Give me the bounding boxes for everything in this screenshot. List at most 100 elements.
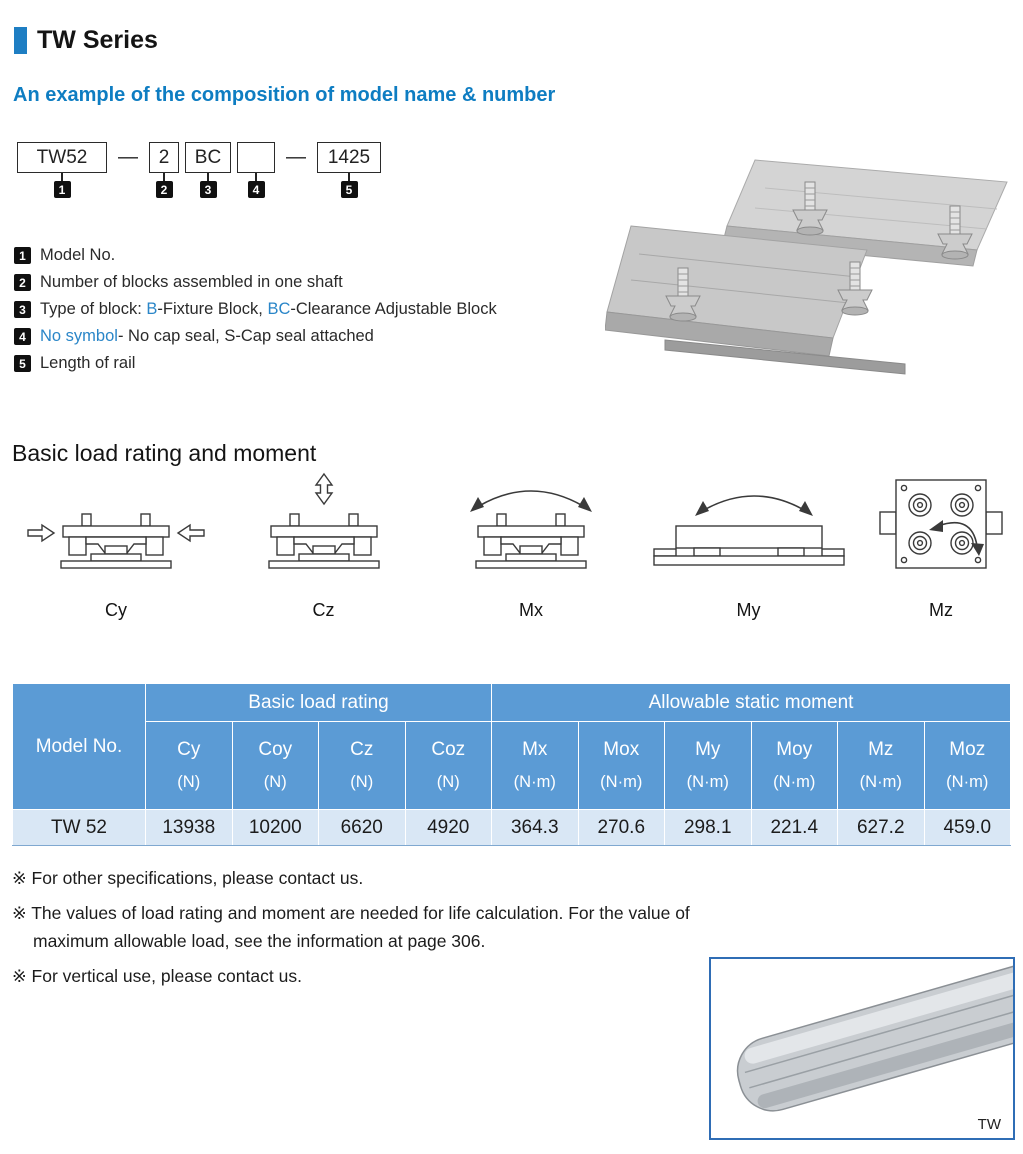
col-unit: (N·m) — [859, 773, 902, 791]
col-unit: (N) — [263, 773, 287, 791]
col-unit: (N·m) — [773, 773, 816, 791]
col-symbol: Coy — [258, 739, 293, 760]
col-symbol: Coz — [431, 739, 466, 760]
model-box-unit-3: BC 3 — [185, 142, 231, 198]
marker-2: 2 — [155, 181, 173, 198]
legend-4-mid: - No cap seal, — [117, 327, 225, 345]
model-number-composition: TW52 1 — 2 2 BC 3 4 — 1425 5 — [14, 142, 384, 198]
my-diagram-icon — [652, 495, 845, 566]
diagram-label-mz: Mz — [929, 600, 953, 620]
dash-separator: — — [286, 146, 306, 168]
legend-3-suffix: -Clearance Adjustable Block — [290, 300, 497, 318]
composition-legend: 1 Model No. 2 Number of blocks assembled… — [14, 246, 497, 373]
legend-text-5: Length of rail — [40, 354, 136, 372]
model-box-2: 2 — [149, 142, 179, 173]
model-box-unit-4: 4 — [237, 142, 275, 198]
col-unit: (N) — [177, 773, 201, 791]
table-row: TW 52 13938 10200 6620 4920 364.3 270.6 … — [12, 809, 1011, 846]
col-unit: (N·m) — [946, 773, 989, 791]
cell-coz: 4920 — [404, 809, 492, 846]
cell-mx: 364.3 — [491, 809, 579, 846]
col-unit: (N·m) — [686, 773, 729, 791]
col-header-coz: Coz (N) — [404, 721, 492, 810]
model-box-3: BC — [185, 142, 231, 173]
legend-text-3: Type of block: B-Fixture Block, BC-Clear… — [40, 300, 497, 319]
table-subheader-row: Cy(N) Coy(N) Cz(N) Coz(N) Mx(N·m) Mox(N·… — [13, 721, 1011, 810]
diagram-cz: Cz — [234, 472, 414, 621]
model-box-4 — [237, 142, 275, 173]
footnote-2: ※ The values of load rating and moment a… — [12, 903, 690, 951]
col-unit: (N) — [350, 773, 374, 791]
tick-line — [61, 173, 63, 181]
col-header-cz: Cz (N) — [318, 721, 406, 810]
col-symbol: Mz — [868, 739, 894, 760]
col-header-cy: Cy (N) — [145, 721, 233, 810]
legend-marker-1: 1 — [14, 247, 31, 264]
col-header-moz: Moz (N·m) — [923, 721, 1011, 810]
cell-cy: 13938 — [145, 809, 233, 846]
col-symbol: Mox — [603, 739, 640, 760]
rail-photo-box: TW — [709, 957, 1015, 1140]
col-symbol: Moy — [776, 739, 813, 760]
legend-3-mid: -Fixture Block, — [157, 300, 268, 318]
col-header-mz: Mz (N·m) — [837, 721, 925, 810]
legend-item-2: 2 Number of blocks assembled in one shaf… — [14, 273, 497, 292]
legend-text-1: Model No. — [40, 246, 116, 264]
table-group-basic-load: Basic load rating — [145, 683, 492, 722]
legend-3-b-accent: B — [146, 300, 158, 318]
load-diagrams: Cy Cz — [26, 472, 1006, 621]
legend-marker-3: 3 — [14, 301, 31, 318]
mx-diagram-icon — [470, 490, 592, 569]
legend-item-3: 3 Type of block: B-Fixture Block, BC-Cle… — [14, 300, 497, 319]
table-header-model: Model No. — [12, 683, 146, 810]
cell-moz: 459.0 — [923, 809, 1011, 846]
rail-photo-label: TW — [977, 1116, 1001, 1133]
rail-photo-image — [736, 959, 1013, 1112]
title-accent-bar — [14, 27, 27, 54]
load-rating-table: Model No. Basic load rating Allowable st… — [12, 683, 1011, 846]
tick-line — [255, 173, 257, 181]
marker-1: 1 — [53, 181, 71, 198]
cell-cz: 6620 — [318, 809, 406, 846]
col-header-mx: Mx(N·m) — [491, 721, 579, 810]
tick-line — [163, 173, 165, 181]
legend-item-5: 5 Length of rail — [14, 354, 497, 373]
legend-text-2: Number of blocks assembled in one shaft — [40, 273, 343, 291]
cell-moy: 221.4 — [750, 809, 838, 846]
cell-coy: 10200 — [231, 809, 319, 846]
col-symbol: Cz — [350, 739, 374, 760]
col-unit: (N·m) — [600, 773, 643, 791]
model-box-5: 1425 — [317, 142, 381, 173]
cell-mox: 270.6 — [577, 809, 665, 846]
col-unit: (N) — [436, 773, 460, 791]
legend-marker-5: 5 — [14, 355, 31, 372]
marker-3: 3 — [199, 181, 217, 198]
cz-diagram-icon — [267, 472, 380, 569]
model-box-unit-5: 1425 5 — [317, 142, 381, 198]
product-3d-illustration — [604, 128, 1017, 380]
legend-4-s: S — [224, 327, 236, 345]
dash-separator: — — [118, 146, 138, 168]
col-header-mox: Mox (N·m) — [577, 721, 665, 810]
col-symbol: Mx — [522, 739, 548, 760]
cell-model: TW 52 — [12, 809, 146, 846]
legend-4-accent: No symbol — [40, 327, 118, 345]
page-title: TW Series — [37, 26, 158, 54]
diagram-label-my: My — [736, 600, 761, 620]
footnote-1: ※ For other specifications, please conta… — [12, 868, 364, 888]
load-section-heading: Basic load rating and moment — [12, 440, 317, 466]
product-render-image — [604, 159, 1008, 375]
cy-diagram-icon — [27, 513, 205, 569]
cell-my: 298.1 — [664, 809, 752, 846]
col-symbol: Cy — [177, 739, 201, 760]
diagram-label-mx: Mx — [519, 600, 543, 620]
table-group-header-row: Model No. Basic load rating Allowable st… — [12, 683, 1011, 810]
col-symbol: Moz — [949, 739, 986, 760]
diagram-mz: Mz — [876, 472, 1006, 621]
footnote-3: ※ For vertical use, please contact us. — [12, 966, 302, 986]
marker-4: 4 — [247, 181, 265, 198]
legend-marker-4: 4 — [14, 328, 31, 345]
diagram-label-cz: Cz — [312, 600, 335, 620]
col-header-moy: Moy (N·m) — [750, 721, 838, 810]
model-box-unit-1: TW52 1 — [17, 142, 107, 198]
